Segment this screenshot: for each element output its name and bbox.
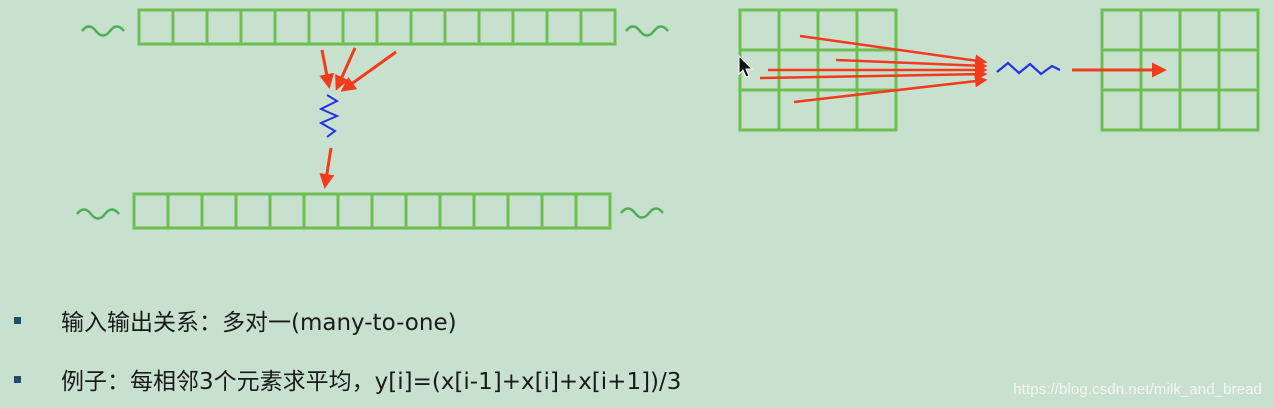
- sequence-cell: [375, 8, 413, 46]
- squiggle-blue-horizontal: [996, 61, 1061, 76]
- grid-cell: [1139, 8, 1182, 52]
- output-grid: [1100, 8, 1260, 132]
- sequence-cell: [409, 8, 447, 46]
- grid-cell: [738, 88, 781, 132]
- grid-cell: [1178, 8, 1221, 52]
- squiggle-blue-vertical: [318, 94, 340, 138]
- sequence-cell: [545, 8, 583, 46]
- bullet-text-example: 例子：每相邻3个元素求平均，y[i]=(x[i-1]+x[i]+x[i+1])/…: [61, 369, 682, 395]
- sequence-cell: [574, 192, 612, 230]
- sequence-cell: [205, 8, 243, 46]
- sequence-cell: [370, 192, 408, 230]
- grid-cell: [777, 88, 820, 132]
- arrow-grid-4: [759, 67, 988, 81]
- sequence-cell: [443, 8, 481, 46]
- sequence-cell: [132, 192, 170, 230]
- bullet-text-relation: 输入输出关系：多对一(many-to-one): [61, 310, 457, 336]
- sequence-cell: [166, 192, 204, 230]
- sequence-cell: [506, 192, 544, 230]
- arrow-grid-5: [793, 74, 988, 104]
- squiggle-bottom-left: [76, 208, 120, 220]
- input-sequence: [137, 8, 617, 46]
- grid-cell: [1178, 48, 1221, 92]
- arrow-grid-2: [835, 58, 988, 72]
- watermark: https://blog.csdn.net/milk_and_bread: [1013, 381, 1262, 398]
- sequence-cell: [341, 8, 379, 46]
- grid-cell: [855, 88, 898, 132]
- grid-cell: [1217, 48, 1260, 92]
- sequence-cell: [239, 8, 277, 46]
- grid-cell: [1217, 88, 1260, 132]
- sequence-cell: [200, 192, 238, 230]
- arrow-from-center: [335, 47, 357, 91]
- squiggle-top-left: [81, 25, 125, 37]
- sequence-cell: [234, 192, 272, 230]
- sequence-cell: [171, 8, 209, 46]
- cursor-icon: [738, 54, 754, 78]
- sequence-cell: [540, 192, 578, 230]
- squiggle-top-right: [625, 25, 669, 37]
- sequence-cell: [438, 192, 476, 230]
- sequence-cell: [302, 192, 340, 230]
- arrow-from-left-neighbor: [319, 49, 335, 89]
- sequence-cell: [307, 8, 345, 46]
- bullet-square-icon: [14, 316, 21, 324]
- sequence-cell: [511, 8, 549, 46]
- sequence-cell: [472, 192, 510, 230]
- arrow-from-right-neighbor: [340, 50, 397, 92]
- grid-cell: [1217, 8, 1260, 52]
- arrow-to-output: [319, 147, 335, 189]
- output-sequence: [132, 192, 612, 230]
- grid-cell: [1178, 88, 1221, 132]
- grid-cell: [738, 8, 781, 52]
- sequence-cell: [477, 8, 515, 46]
- bullet-many-to-one: 输入输出关系：多对一(many-to-one): [14, 300, 457, 340]
- squiggle-bottom-right: [620, 207, 664, 219]
- sequence-cell: [273, 8, 311, 46]
- arrow-grid-1: [799, 34, 988, 67]
- bullet-example: 例子：每相邻3个元素求平均，y[i]=(x[i-1]+x[i]+x[i+1])/…: [14, 359, 681, 399]
- grid-cell: [777, 8, 820, 52]
- sequence-cell: [336, 192, 374, 230]
- bullet-square-icon: [14, 375, 21, 383]
- grid-cell: [1100, 88, 1143, 132]
- grid-cell: [1100, 8, 1143, 52]
- sequence-cell: [579, 8, 617, 46]
- sequence-cell: [137, 8, 175, 46]
- sequence-cell: [404, 192, 442, 230]
- grid-cell: [1139, 88, 1182, 132]
- sequence-cell: [268, 192, 306, 230]
